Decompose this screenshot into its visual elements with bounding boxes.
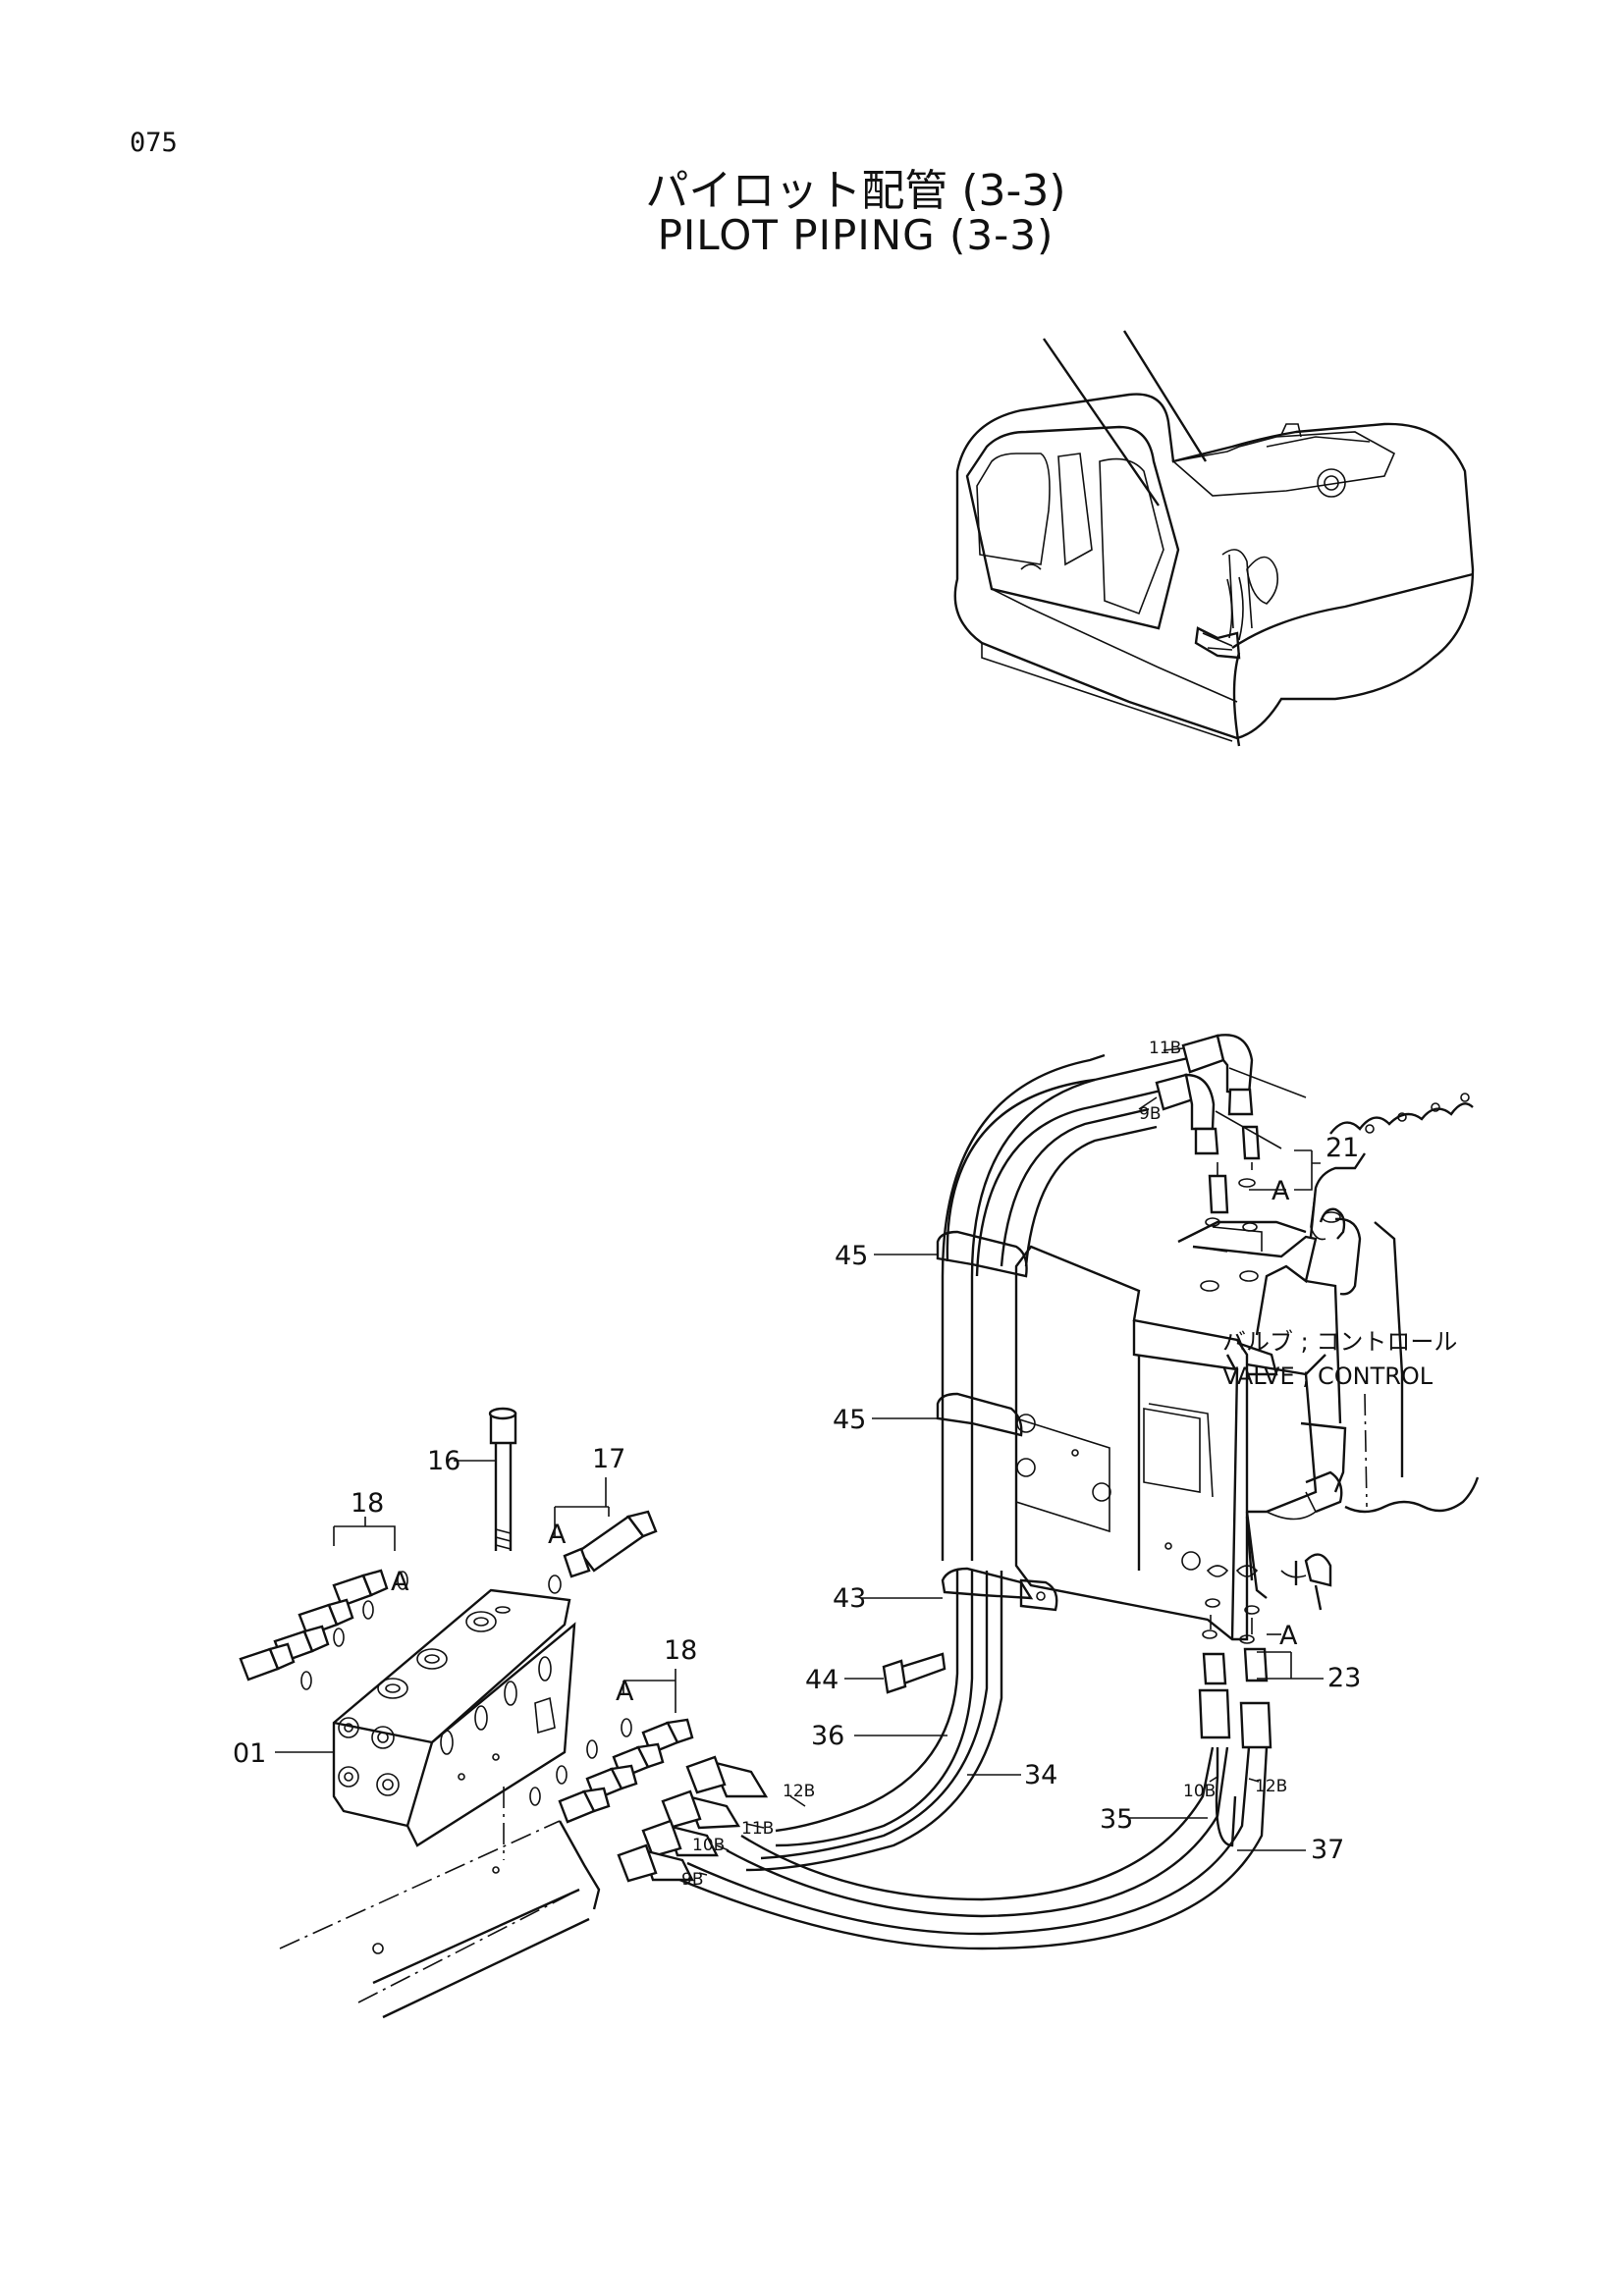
chassis-rail <box>279 1820 601 2019</box>
callouts: 01 16 17 18 18 21 23 34 35 36 37 43 44 4… <box>233 1133 1361 1865</box>
callout-43: 43 <box>833 1583 866 1614</box>
callout-18-right: 18 <box>664 1635 697 1666</box>
view-marker-a: A <box>391 1567 409 1597</box>
view-marker-a: A <box>616 1677 634 1707</box>
callout-01: 01 <box>233 1738 266 1769</box>
leader-lines <box>275 1047 1324 1876</box>
port-label-11b: 11B <box>1149 1039 1181 1058</box>
port-label-10b: 10B <box>1183 1782 1216 1801</box>
fittings-18-right <box>529 1718 694 1824</box>
bolt-16 <box>488 1407 517 1614</box>
callout-36: 36 <box>811 1721 844 1751</box>
callout-45-upper: 45 <box>835 1241 868 1271</box>
callout-16: 16 <box>427 1446 460 1476</box>
page-number: 075 <box>130 128 178 158</box>
callout-34: 34 <box>1024 1760 1057 1790</box>
upper-fittings <box>1155 1034 1307 1232</box>
callout-45-lower: 45 <box>833 1405 866 1435</box>
hoses <box>672 1053 1269 1950</box>
port-label-12b: 12B <box>783 1782 815 1801</box>
lower-right-fittings <box>1198 1598 1272 1749</box>
title-japanese: パイロット配管 (3-3) <box>645 166 1066 216</box>
port-label-9b: 9B <box>1139 1104 1161 1124</box>
manifold-block <box>332 1588 576 1847</box>
sensor-17 <box>548 1510 658 1594</box>
callout-18-left: 18 <box>351 1488 384 1519</box>
port-label-9b: 9B <box>681 1870 703 1890</box>
callout-17: 17 <box>592 1444 625 1474</box>
view-marker-a: A <box>1271 1176 1290 1206</box>
view-markers: A A A A A <box>391 1176 1298 1707</box>
hose-end-fittings <box>617 1755 769 1883</box>
excavator-illustration <box>953 330 1475 747</box>
port-labels: 9B 11B 9B 10B 11B 12B 10B 12B <box>681 1039 1287 1890</box>
view-marker-a: A <box>1279 1621 1298 1651</box>
port-label-10b: 10B <box>692 1836 725 1855</box>
callout-44: 44 <box>805 1665 839 1695</box>
valve-label-japanese: バルブ ; コントロール <box>1222 1328 1457 1356</box>
callout-37: 37 <box>1311 1835 1344 1865</box>
callout-21: 21 <box>1325 1133 1359 1163</box>
callout-35: 35 <box>1100 1804 1133 1835</box>
view-marker-a: A <box>548 1520 567 1550</box>
port-label-12b: 12B <box>1255 1777 1287 1796</box>
bolt-44 <box>882 1652 947 1694</box>
port-label-11b: 11B <box>741 1819 774 1839</box>
fittings-18-left <box>239 1569 408 1690</box>
clamps <box>936 1230 1058 1612</box>
valve-label-english: VALVE ; CONTROL <box>1222 1362 1434 1390</box>
title-english: PILOT PIPING (3-3) <box>657 211 1055 259</box>
callout-23: 23 <box>1327 1663 1361 1693</box>
